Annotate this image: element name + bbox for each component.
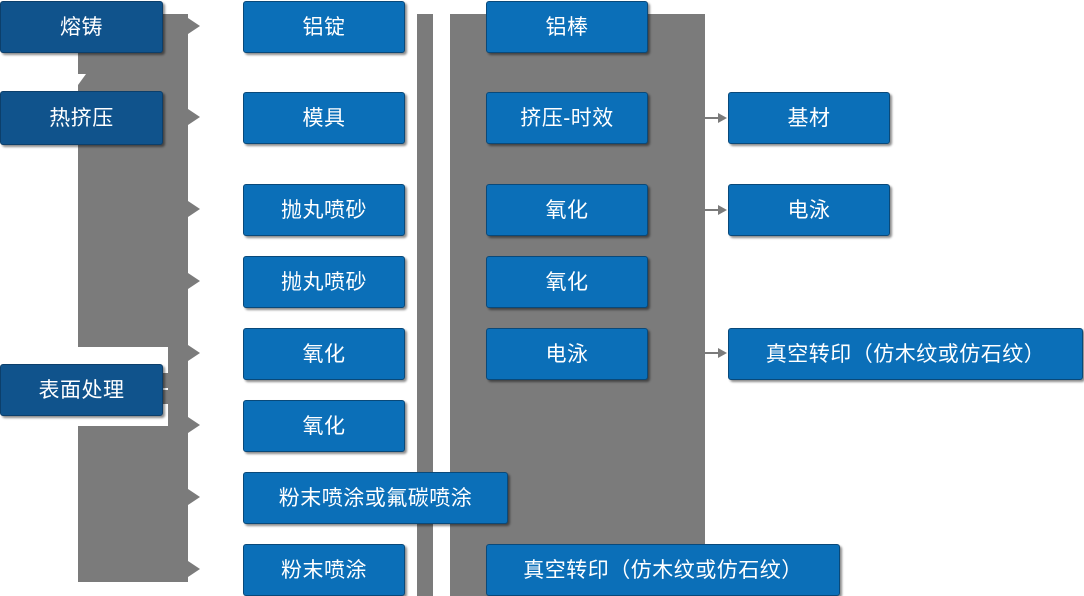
node-label: 热挤压 [49, 106, 114, 130]
arrow-to-col2-4 [188, 273, 200, 289]
node-label: 氧化 [302, 414, 346, 438]
connector-notch-top [0, 53, 78, 90]
arrow-to-col2-1 [188, 18, 200, 34]
node-label: 氧化 [545, 270, 589, 294]
rung-5 [433, 347, 450, 349]
node-label: 熔铸 [60, 15, 103, 39]
node-col3-3[interactable]: 氧化 [486, 184, 648, 236]
connector-bar-lower [168, 347, 188, 582]
arrow-to-col4-3 [705, 348, 727, 358]
node-col2-5[interactable]: 氧化 [243, 328, 405, 380]
node-col2-1[interactable]: 铝锭 [243, 1, 405, 53]
node-col2-8[interactable]: 粉末喷涂 [243, 544, 405, 596]
arrow-to-col2-7 [188, 489, 200, 505]
arrow-to-col4-1 [705, 113, 727, 123]
arrow-to-col2-8 [188, 561, 200, 577]
node-label: 挤压-时效 [520, 106, 614, 130]
rung-1 [433, 20, 450, 22]
node-stage-2[interactable]: 热挤压 [0, 91, 163, 145]
rung-3 [433, 203, 450, 205]
node-col3-5[interactable]: 电泳 [486, 328, 648, 380]
stage1-down-arrow-icon [70, 74, 86, 85]
node-col4-2[interactable]: 电泳 [728, 184, 890, 236]
node-label: 氧化 [302, 342, 346, 366]
node-label: 氧化 [545, 198, 589, 222]
connector-bar-col2-to-col3-thin [417, 14, 433, 596]
node-label: 抛丸喷砂 [281, 270, 367, 294]
arrow-to-col2-6 [188, 417, 200, 433]
node-label: 真空转印（仿木纹或仿石纹） [765, 342, 1046, 366]
node-stage-1[interactable]: 熔铸 [0, 1, 163, 53]
arrow-to-col2-2 [188, 109, 200, 125]
node-label: 基材 [787, 106, 831, 130]
node-label: 电泳 [787, 198, 831, 222]
node-stage-3[interactable]: 表面处理 [0, 364, 163, 416]
node-label: 模具 [302, 106, 346, 130]
node-col4-3[interactable]: 真空转印（仿木纹或仿石纹） [728, 328, 1083, 380]
node-col3-4[interactable]: 氧化 [486, 256, 648, 308]
node-col3-6[interactable]: 真空转印（仿木纹或仿石纹） [486, 544, 840, 596]
node-label: 抛丸喷砂 [281, 198, 367, 222]
connector-gap-col2col3 [433, 356, 450, 370]
arrow-to-col4-2 [705, 205, 727, 215]
rung-2 [433, 111, 450, 113]
node-col2-7[interactable]: 粉末喷涂或氟碳喷涂 [243, 472, 508, 524]
node-label: 粉末喷涂或氟碳喷涂 [278, 486, 473, 510]
arrow-to-col2-3 [188, 201, 200, 217]
arrow-to-col2-5 [188, 345, 200, 361]
node-col2-2[interactable]: 模具 [243, 92, 405, 144]
node-col4-1[interactable]: 基材 [728, 92, 890, 144]
rung-4 [433, 275, 450, 277]
node-label: 真空转印（仿木纹或仿石纹） [523, 558, 803, 582]
node-col2-3[interactable]: 抛丸喷砂 [243, 184, 405, 236]
node-label: 铝锭 [302, 15, 346, 39]
node-label: 铝棒 [545, 15, 589, 39]
node-col2-4[interactable]: 抛丸喷砂 [243, 256, 405, 308]
node-col2-6[interactable]: 氧化 [243, 400, 405, 452]
node-label: 表面处理 [38, 378, 125, 402]
rung-6 [433, 563, 450, 565]
node-col3-2[interactable]: 挤压-时效 [486, 92, 648, 144]
node-label: 电泳 [545, 342, 589, 366]
node-col3-1[interactable]: 铝棒 [486, 1, 648, 53]
node-label: 粉末喷涂 [281, 558, 367, 582]
